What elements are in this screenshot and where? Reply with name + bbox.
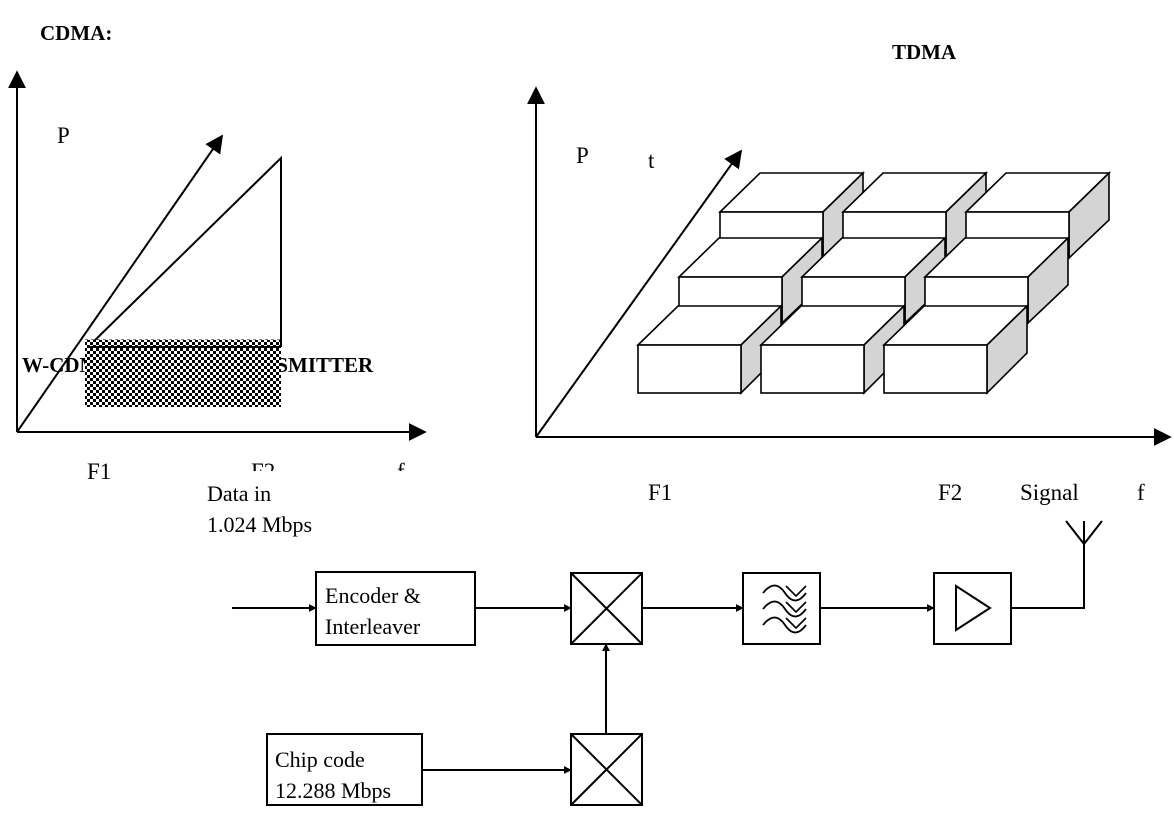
tdma-x-label-f1: F1 (648, 480, 672, 505)
cdma-x-label-f: f (397, 459, 405, 484)
data-rate-label: 1.024 Mbps (207, 512, 312, 537)
multiplier-x-icon (570, 572, 643, 645)
chip-code-label-line2: 12.288 Mbps (275, 778, 391, 803)
bandpass-filter-icon (742, 572, 821, 645)
signal-label: Signal (1020, 480, 1079, 505)
tdma-slot-block (636, 304, 783, 395)
cdma-code-envelope (87, 155, 282, 348)
encoder-interleaver-block (315, 571, 476, 646)
chip-code-label-line1: Chip code (275, 747, 365, 772)
tdma-t-label: t (648, 148, 655, 173)
chip-code-block (266, 733, 423, 806)
tdma-block-grid (636, 171, 1111, 395)
tdma-y-label: P (576, 143, 589, 168)
cdma-x-label-f2: F2 (251, 459, 275, 484)
tdma-diagram (527, 86, 1172, 446)
amp-to-antenna-line (1011, 544, 1085, 609)
encoder-label-line1: Encoder & (325, 583, 421, 608)
cdma-time-axis (16, 134, 224, 433)
cdma-spread-band-overlay (85, 340, 281, 407)
cdma-x-label-f1: F1 (87, 459, 111, 484)
tdma-time-axis (535, 149, 743, 438)
cdma-y-label: P (57, 123, 70, 148)
cdma-title: CDMA: (40, 21, 112, 45)
multiplier-x-icon (570, 733, 643, 806)
data-in-label: Data in (207, 481, 271, 506)
tdma-title: TDMA (892, 40, 957, 64)
tdma-x-label-f: f (1137, 480, 1145, 505)
amplifier-triangle-icon (933, 572, 1012, 645)
encoder-label-line2: Interleaver (325, 614, 421, 639)
tdma-slot-block (882, 304, 1029, 395)
tdma-x-label-f2: F2 (938, 480, 962, 505)
antenna-icon (1065, 520, 1103, 545)
